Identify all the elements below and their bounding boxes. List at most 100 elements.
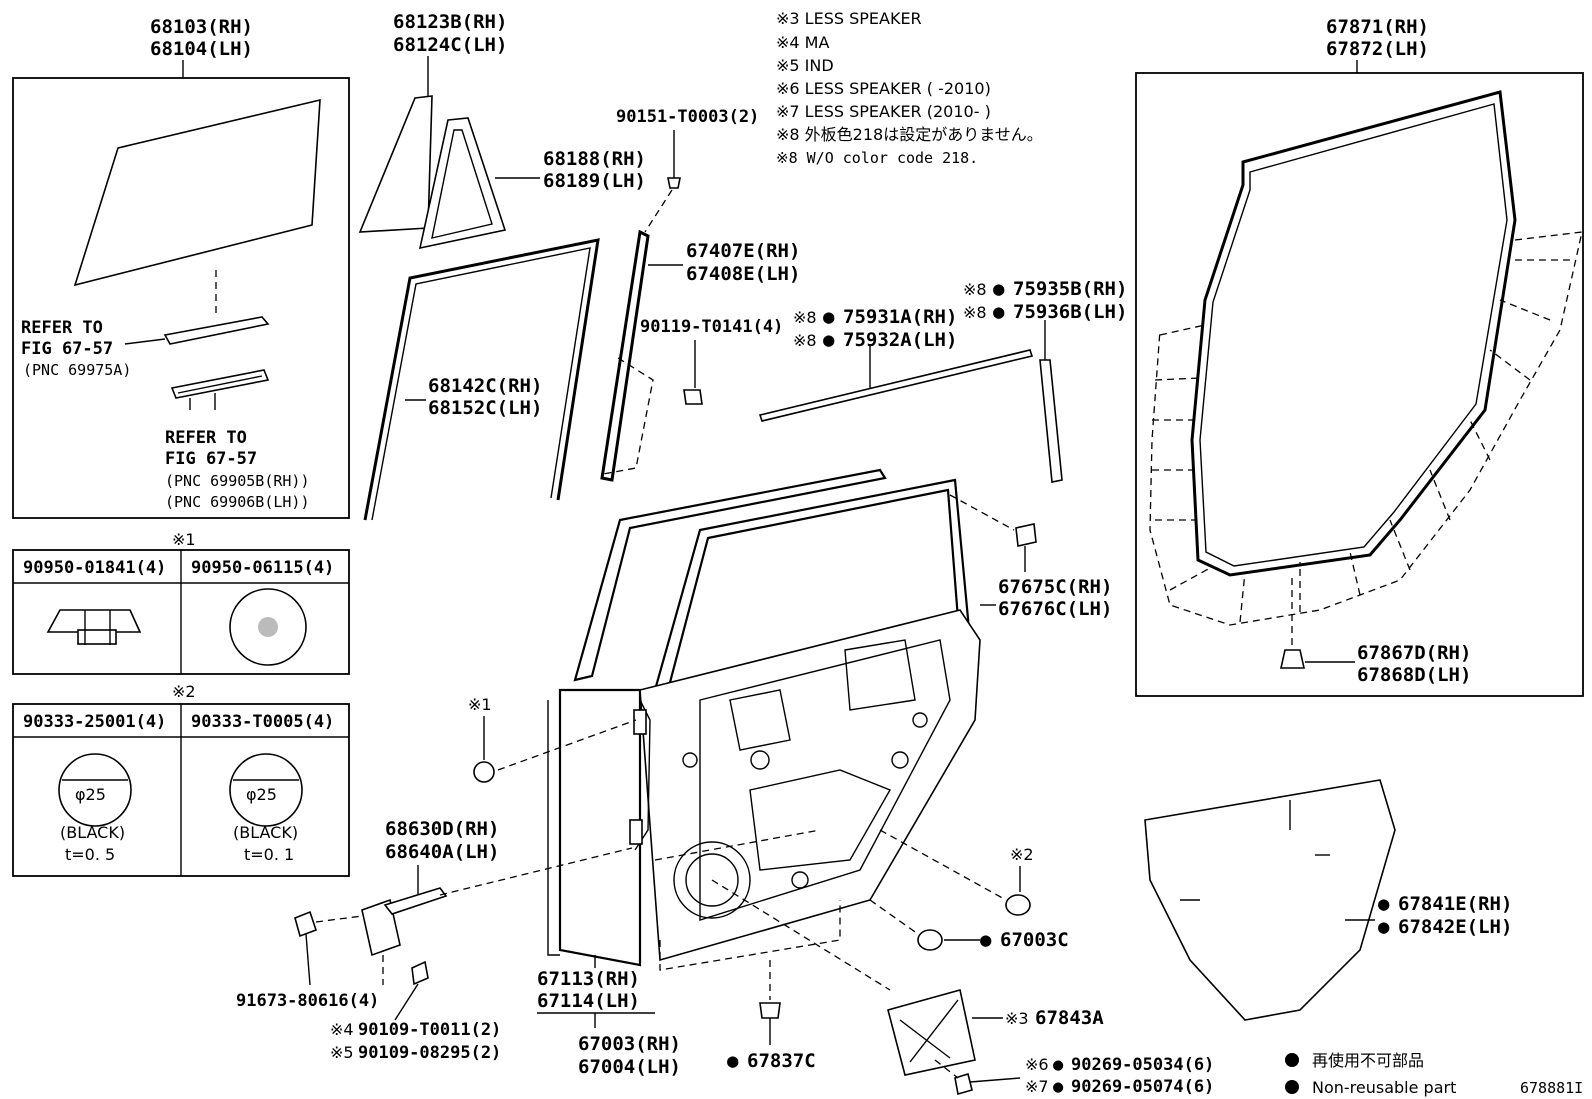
table2-col2: 90333-T0005(4) — [191, 712, 334, 732]
label-91673: 91673-80616(4) — [236, 991, 379, 1011]
label-67867d: 67867D(RH) — [1357, 642, 1471, 664]
note-5: ※7 LESS SPEAKER (2010- ) — [776, 102, 991, 121]
dot-67837c: ● — [727, 1050, 739, 1072]
rivet-90269 — [954, 1072, 973, 1096]
note-1: ※3 LESS SPEAKER — [776, 9, 922, 28]
label-67842e: 67842E(LH) — [1398, 916, 1512, 938]
label-68630d: 68630D(RH) — [385, 818, 499, 840]
label-75936b: 75936B(LH) — [1013, 301, 1127, 323]
label-90269b: 90269-05074(6) — [1071, 1077, 1214, 1097]
table2-dia1: φ25 — [75, 785, 106, 804]
table-1: ※1 90950-01841(4) 90950-06115(4) — [12, 530, 350, 675]
label-68188: 68188(RH) — [543, 148, 646, 170]
label-67843a: 67843A — [1035, 1007, 1104, 1029]
label-67003c: 67003C — [1000, 929, 1069, 951]
table1-mark: ※1 — [172, 530, 196, 549]
label-75931a: 75931A(RH) — [843, 306, 957, 328]
mark-8-c: ※8 — [963, 280, 987, 299]
division-bar — [600, 229, 650, 482]
label-90151: 90151-T0003(2) — [616, 107, 759, 127]
dot-67841e: ● — [1378, 893, 1390, 915]
label-67114: 67114(LH) — [537, 990, 640, 1012]
label-67837c: 67837C — [747, 1050, 816, 1072]
seal-2 — [1005, 894, 1031, 916]
label-67871: 67871(RH) — [1326, 16, 1429, 38]
label-68103: 68103(RH) — [150, 16, 253, 38]
bolt-90109 — [411, 960, 429, 986]
mark-8-a: ※8 — [793, 308, 817, 327]
mark-6: ※6 — [1025, 1055, 1049, 1074]
frame-garnish — [1039, 359, 1063, 483]
door-panel — [547, 468, 981, 971]
table2-dia2: φ25 — [246, 785, 277, 804]
table2-col1: 90333-25001(4) — [23, 712, 166, 732]
weatherstrip-group: 67871(RH) 67872(LH) 67867D(RH) 67868D(LH… — [1135, 16, 1584, 697]
mark-8-d: ※8 — [963, 303, 987, 322]
clip-mark-1: ※1 — [468, 695, 637, 783]
bolt-91673 — [294, 910, 318, 938]
dot-a: ● — [823, 306, 835, 328]
mark-3: ※3 — [1005, 1009, 1029, 1028]
door-check-group: 68630D(RH) 68640A(LH) 91673-80616(4) ※4 … — [236, 818, 633, 1063]
speaker-group: ※3 67843A ※6 ● 90269-05034(6) ※7 ● 90269… — [711, 879, 1214, 1097]
glass-channel-a — [163, 316, 270, 345]
refer-b-line1: REFER TO — [165, 428, 247, 448]
table-2: ※2 90333-25001(4) 90333-T0005(4) φ25 (BL… — [12, 682, 350, 877]
dot-90269b: ● — [1053, 1077, 1064, 1097]
quarter-glass — [358, 95, 433, 233]
mark-1-clip: ※1 — [468, 695, 492, 714]
hole-cover-group: ● 67841E(RH) ● 67842E(LH) — [1144, 779, 1512, 1021]
label-68123b: 68123B(RH) — [393, 11, 507, 33]
clip-67837c: ● 67837C — [727, 960, 816, 1072]
door-outer-skin — [558, 688, 642, 967]
clip-part-67675c — [1015, 523, 1037, 547]
refer-a-line3: (PNC 69975A) — [23, 361, 131, 379]
seals: ※2 ● 67003C — [869, 829, 1069, 951]
door-weatherstrip — [1190, 90, 1517, 577]
door-frame-outer — [573, 468, 887, 682]
mark-7: ※7 — [1025, 1077, 1049, 1096]
notes-block: ※3 LESS SPEAKER ※4 MA ※5 IND ※6 LESS SPE… — [776, 9, 1043, 167]
label-67872: 67872(LH) — [1326, 38, 1429, 60]
label-90109b: 90109-08295(2) — [358, 1043, 501, 1063]
note-4: ※6 LESS SPEAKER ( -2010) — [776, 79, 991, 98]
seal-circle-2 — [229, 753, 303, 827]
weatherstrip-frame — [1135, 72, 1584, 697]
label-67676c: 67676C(LH) — [998, 598, 1112, 620]
door-check — [361, 898, 401, 957]
legend-en: Non-reusable part — [1312, 1078, 1456, 1097]
label-90119: 90119-T0141(4) — [640, 317, 783, 337]
mark-2-seal: ※2 — [1010, 845, 1034, 864]
note-3: ※5 IND — [776, 56, 834, 75]
note-7: ※8 W/O color code 218. — [776, 149, 978, 167]
note-6: ※8 外板色218は設定がありません。 — [776, 125, 1043, 144]
refer-b-line4: (PNC 69906B(LH)) — [165, 493, 310, 511]
speaker-box — [887, 989, 976, 1076]
clip-part — [473, 761, 495, 783]
legend-dot-1 — [1285, 1053, 1299, 1067]
table2-t1: t=0. 5 — [65, 845, 115, 864]
glass-group: 68103(RH) 68104(LH) REFER TO FIG 67-57 (… — [12, 16, 350, 519]
screw-90151 — [667, 177, 681, 189]
refer-a-line1: REFER TO — [21, 318, 103, 338]
label-75935b: 75935B(RH) — [1013, 278, 1127, 300]
dot-67842e: ● — [1378, 916, 1390, 938]
clip-icon — [46, 609, 142, 645]
label-68104: 68104(LH) — [150, 38, 253, 60]
refer-a-line2: FIG 67-57 — [21, 339, 113, 359]
legend: 再使用不可部品 Non-reusable part 678881I — [1285, 1051, 1583, 1097]
clip-part-67837c — [759, 1002, 781, 1019]
label-68142c: 68142C(RH) — [428, 375, 542, 397]
label-68152c: 68152C(LH) — [428, 397, 542, 419]
label-68124c: 68124C(LH) — [393, 34, 507, 56]
pad-icon — [229, 588, 307, 666]
belt-moulding — [758, 349, 1034, 422]
rear-door-glass — [73, 98, 321, 287]
label-67004: 67004(LH) — [578, 1056, 681, 1078]
table2-color1: (BLACK) — [60, 823, 125, 842]
label-67868d: 67868D(LH) — [1357, 664, 1471, 686]
glass-frame — [12, 77, 350, 519]
glass-run — [363, 238, 600, 521]
label-67675c: 67675C(RH) — [998, 576, 1112, 598]
